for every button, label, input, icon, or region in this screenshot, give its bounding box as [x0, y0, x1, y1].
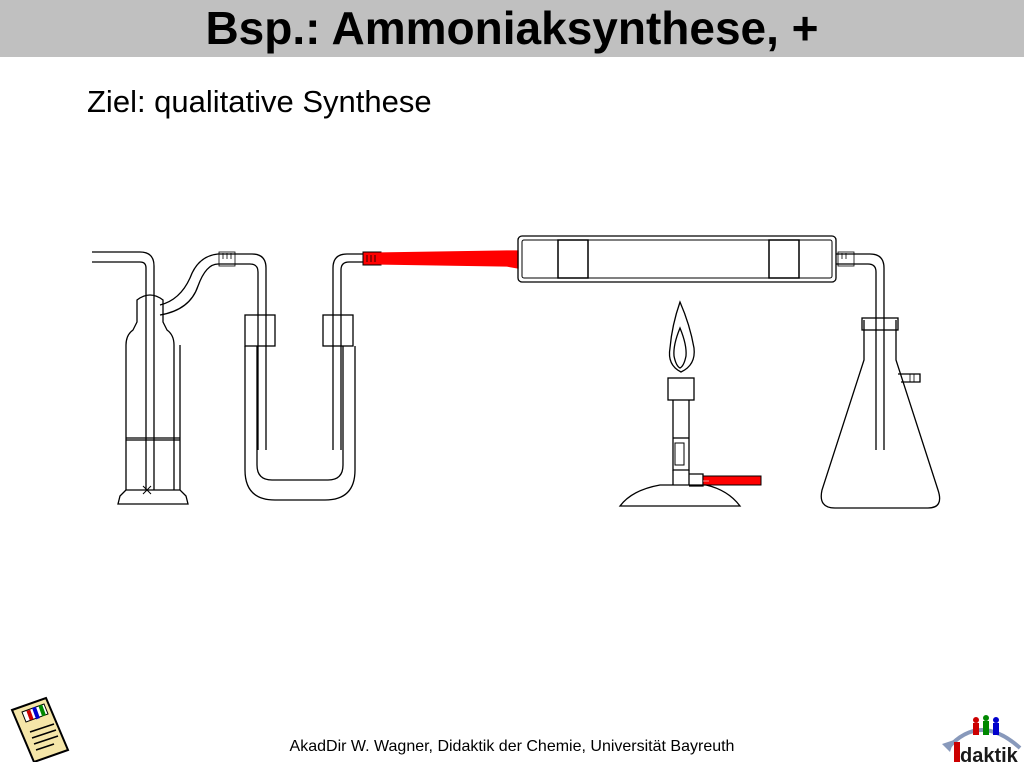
reaction-tube [517, 235, 837, 283]
erlenmeyer-flask [820, 317, 941, 509]
subtitle: Ziel: qualitative Synthese [87, 84, 432, 119]
page-title: Bsp.: Ammoniaksynthese, + [205, 2, 819, 54]
outlet-tube [836, 251, 885, 450]
gas-washing-bottle [92, 251, 219, 505]
footer-text: AkadDir W. Wagner, Didaktik der Chemie, … [289, 738, 735, 755]
title-bar [0, 0, 1024, 57]
bunsen-burner [618, 300, 762, 507]
didaktik-logo[interactable]: daktik [940, 708, 1024, 768]
logo-text: daktik [960, 745, 1019, 767]
hose-connector-1 [218, 251, 236, 267]
notes-icon[interactable] [8, 696, 74, 762]
red-hose [362, 250, 519, 269]
u-tube [218, 251, 370, 501]
